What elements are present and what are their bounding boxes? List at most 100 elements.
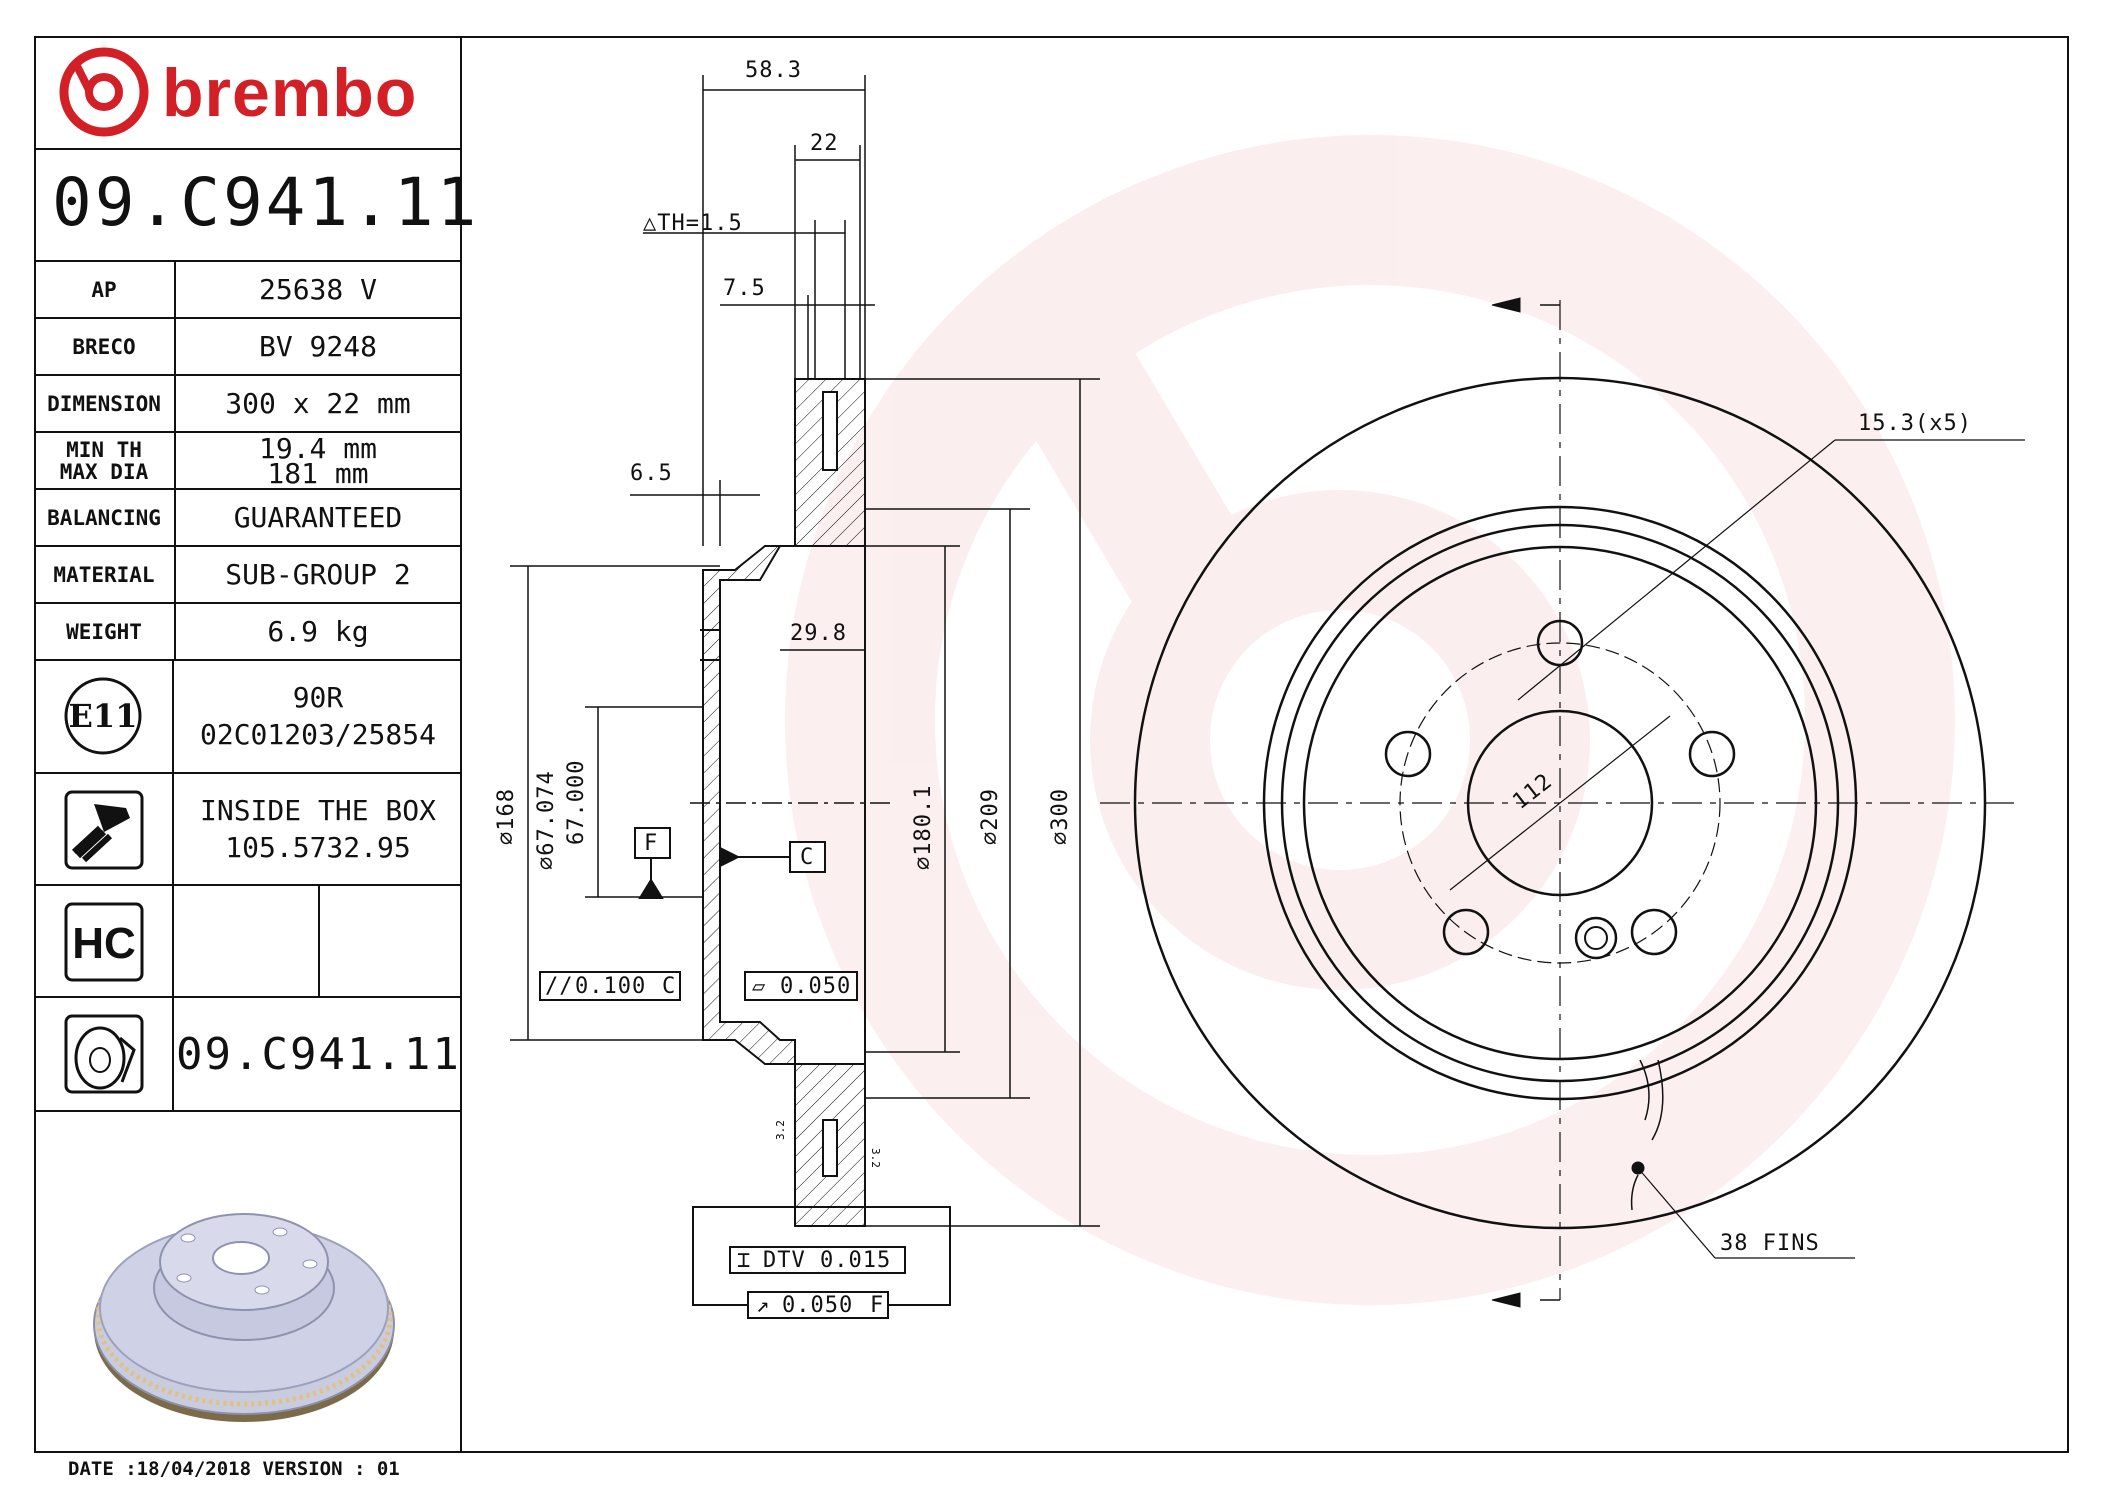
- bolt-hole: [1384, 730, 1432, 778]
- parallelism-ref: C: [662, 974, 676, 999]
- spec-key-line: MAX DIA: [59, 459, 149, 484]
- hc-icon-cell: HC: [34, 886, 174, 996]
- hub-step: [1280, 523, 1840, 1083]
- spec-row: AP 25638 V: [34, 262, 460, 319]
- dim-dia-300: ⌀300: [1048, 788, 1073, 845]
- datum-c-label: C: [800, 845, 814, 870]
- datum-f-label: F: [644, 831, 658, 856]
- screw-icon: [64, 790, 144, 870]
- inside-box-line: INSIDE THE BOX: [199, 794, 436, 827]
- flatness-symbol: ▱: [752, 974, 766, 999]
- disc-front-view: [1100, 297, 2025, 1308]
- spec-key: BRECO: [34, 318, 176, 376]
- hc-label: HC: [72, 919, 136, 968]
- spec-key: DIMENSION: [34, 375, 176, 433]
- dim-29-8: 29.8: [790, 621, 847, 646]
- roughness-right: 3.2: [869, 1148, 882, 1168]
- circle-e-mark-icon: E11: [64, 677, 142, 755]
- spec-value: SUB-GROUP 2: [175, 546, 460, 604]
- spec-key: MIN TH MAX DIA: [34, 432, 176, 490]
- certification-line: 02C01203/25854: [199, 718, 436, 751]
- hc-badge-icon: HC: [64, 902, 144, 982]
- runout-ref: F: [870, 1293, 884, 1318]
- dim-thickness: 22: [810, 131, 839, 156]
- dtv-symbol: ⌶: [737, 1248, 751, 1273]
- part-number: 09.C941.11: [52, 164, 480, 241]
- dim-6-5: 6.5: [630, 461, 673, 486]
- bolt-hole: [1688, 730, 1736, 778]
- spec-value: 25638 V: [175, 262, 460, 319]
- dim-dia-209: ⌀209: [978, 788, 1003, 845]
- disc-icon-cell: [34, 998, 174, 1110]
- disc-cross-section: [700, 378, 866, 1227]
- fins-label: 38 FINS: [1720, 1231, 1820, 1256]
- dimension-lines: [510, 75, 1100, 1227]
- certification-badge: E11: [69, 697, 138, 735]
- parallelism-symbol: //: [545, 974, 574, 999]
- flatness-value: 0.050: [780, 974, 851, 999]
- spec-value: BV 9248: [175, 318, 460, 376]
- tolerance-frames: [539, 827, 951, 1319]
- runout-value: 0.050: [782, 1293, 853, 1318]
- spec-row: DIMENSION 300 x 22 mm: [34, 375, 460, 433]
- dim-thickness-variation: △TH=1.5: [643, 211, 743, 236]
- spec-value-line: 19.4 mm: [258, 431, 377, 465]
- outer-diameter: [1133, 376, 1987, 1230]
- bolt-hole-size: 15.3(x5): [1858, 411, 1972, 436]
- spec-row: BALANCING GUARANTEED: [34, 489, 460, 547]
- spec-row: MIN TH MAX DIA 19.4 mm 181 mm: [34, 431, 460, 490]
- certification-text: 90R 02C01203/25854: [176, 660, 460, 772]
- inside-box-icon-cell: [34, 774, 174, 884]
- spec-value: 300 x 22 mm: [175, 375, 460, 433]
- inside-box-line: 105.5732.95: [225, 831, 411, 864]
- spec-table: AP 25638 V BRECO BV 9248 DIMENSION 300 x…: [34, 262, 460, 661]
- spec-value-line: 181 mm: [267, 456, 369, 490]
- brembo-mark-icon: [59, 47, 149, 137]
- brake-disc-icon: [64, 1014, 144, 1094]
- runout-symbol: ↗: [756, 1293, 770, 1318]
- dimension-text: 58.3 22 △TH=1.5 7.5 6.5 29.8 ⌀168 ⌀67.07…: [494, 58, 1073, 1318]
- certification-line: 90R: [292, 681, 344, 714]
- parallelism-value: 0.100: [575, 974, 646, 999]
- pitch-circle: [1399, 642, 1721, 964]
- hc-row: HC: [34, 886, 460, 998]
- footer-date: DATE :18/04/2018 VERSION : 01: [68, 1458, 400, 1480]
- spec-value: GUARANTEED: [175, 489, 460, 547]
- disc-3d-render: [93, 1213, 395, 1422]
- spec-key-line: MIN TH: [66, 437, 142, 462]
- drawing-frame: [34, 36, 2069, 1453]
- brand-watermark: [785, 135, 1955, 1305]
- spec-key: AP: [34, 262, 176, 319]
- dim-width-total: 58.3: [745, 58, 802, 83]
- certification-icon-cell: E11: [34, 660, 174, 772]
- brand-name: brembo: [162, 55, 418, 131]
- dim-dia-67-000: 67.000: [564, 760, 589, 845]
- dtv-value: DTV 0.015: [763, 1248, 891, 1273]
- spec-key: BALANCING: [34, 489, 176, 547]
- hc-divider: [318, 886, 320, 996]
- spec-key: WEIGHT: [34, 603, 176, 661]
- spec-value: 6.9 kg: [175, 603, 460, 661]
- inside-box-row: INSIDE THE BOX 105.5732.95: [34, 774, 460, 886]
- brand-logo: brembo: [34, 36, 460, 150]
- disc-icon-row: 09.C941.11: [34, 998, 460, 1112]
- dim-dia-180-1: ⌀180.1: [911, 785, 936, 870]
- spec-value: 19.4 mm 181 mm: [175, 431, 460, 490]
- part-number-header: 09.C941.11: [34, 148, 476, 262]
- hub-face: [1302, 545, 1818, 1061]
- dim-7-5: 7.5: [723, 276, 766, 301]
- dim-dia-168: ⌀168: [494, 788, 519, 845]
- title-block: brembo 09.C941.11 AP 25638 V BRECO BV 92…: [34, 36, 476, 1453]
- spec-key: MATERIAL: [34, 546, 176, 604]
- spec-row: BRECO BV 9248: [34, 318, 460, 376]
- spec-row: MATERIAL SUB-GROUP 2: [34, 546, 460, 604]
- hub-outer: [1262, 505, 1858, 1101]
- spec-row: WEIGHT 6.9 kg: [34, 603, 460, 661]
- inside-box-text: INSIDE THE BOX 105.5732.95: [176, 774, 460, 884]
- certification-row: E11 90R 02C01203/25854: [34, 660, 460, 774]
- locating-hole: [1574, 916, 1618, 960]
- disc-part-number: 09.C941.11: [176, 1028, 461, 1080]
- locating-hole-inner: [1584, 926, 1608, 950]
- roughness-left: 3.2: [774, 1120, 787, 1140]
